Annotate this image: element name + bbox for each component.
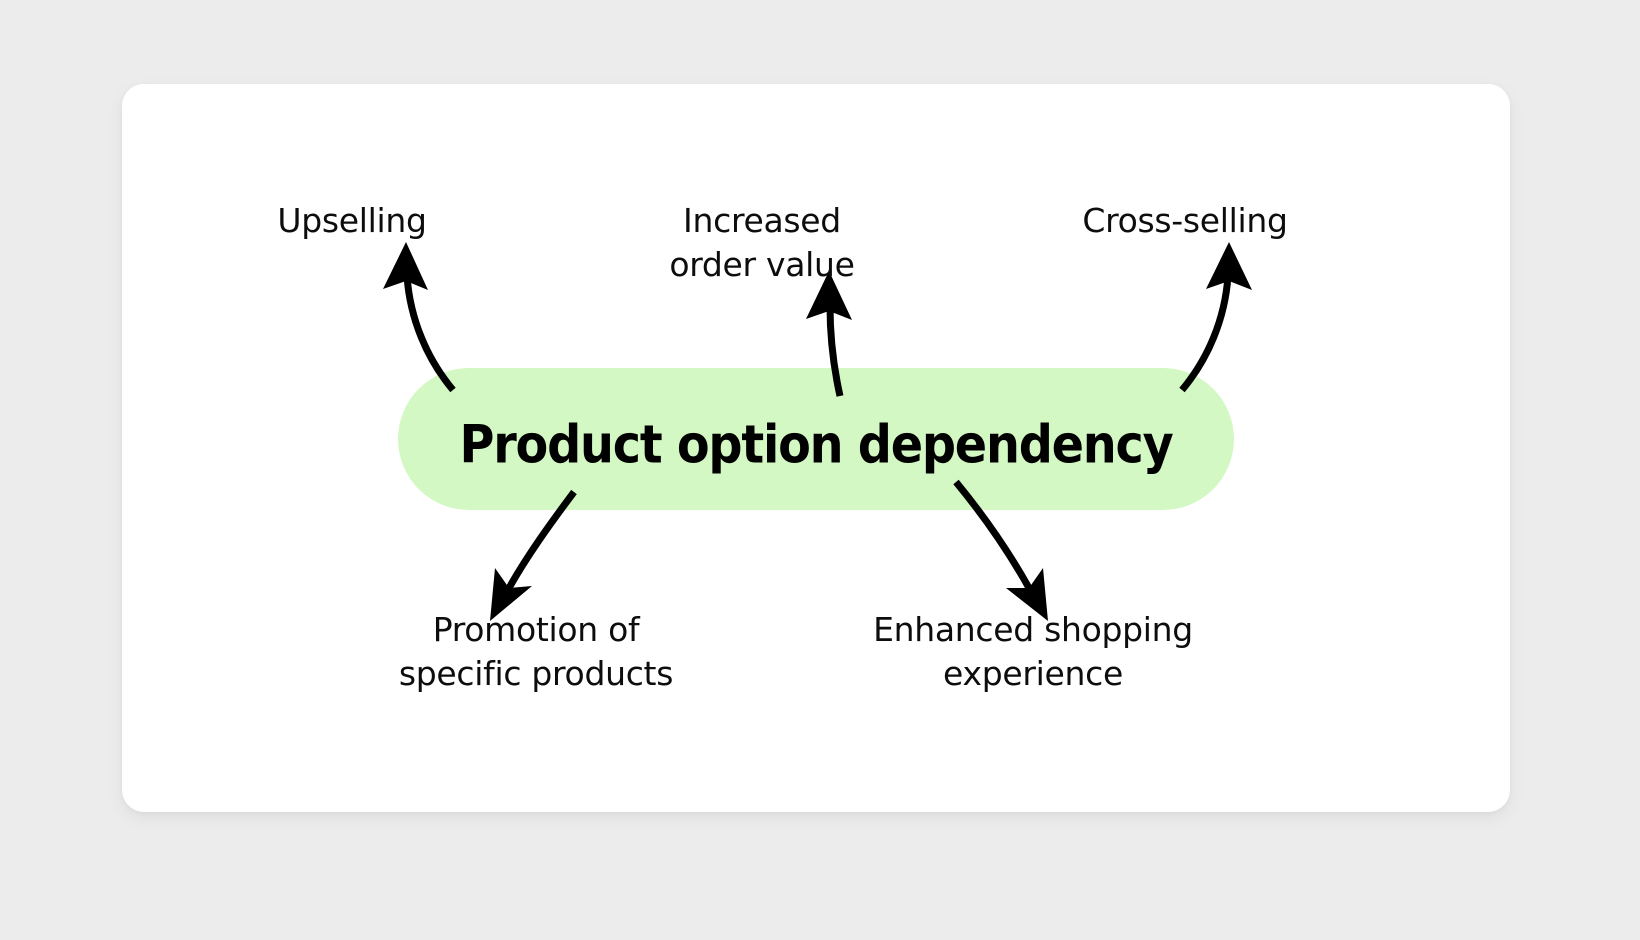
arrow-upselling-curve [403,275,456,393]
node-increased-order-value-line-2: order value [669,245,854,284]
node-increased-order-value[interactable]: Increased order value [669,201,855,284]
node-cross-selling[interactable]: Cross-selling [1082,201,1288,240]
node-promotion-line-2: specific products [399,654,673,693]
center-node[interactable]: Product option dependency [398,368,1234,510]
node-enhanced-line-2: experience [943,654,1123,693]
arrow-to-upselling [383,242,456,393]
arrow-cross-selling-curve [1179,275,1232,393]
node-increased-order-value-line-1: Increased [683,201,841,240]
arrow-upselling-head [383,242,428,290]
arrow-increased-order-value-head [806,271,852,320]
arrow-increased-order-value-curve [826,305,844,397]
node-upselling[interactable]: Upselling [277,201,427,240]
node-upselling-line-1: Upselling [277,201,426,240]
diagram-card: Product option dependency [122,84,1510,812]
center-node-pill [398,368,1234,510]
arrow-to-promotion-of-specific-products [490,489,577,621]
arrow-promotion-curve [505,489,577,590]
node-cross-selling-line-1: Cross-selling [1082,201,1287,240]
node-enhanced-line-1: Enhanced shopping [873,610,1193,649]
arrow-to-cross-selling [1179,242,1252,393]
arrow-enhanced-head [1006,568,1048,621]
node-promotion-of-specific-products[interactable]: Promotion of specific products [399,610,674,693]
center-node-label: Product option dependency [460,415,1174,476]
arrow-to-increased-order-value [806,271,852,397]
product-option-dependency-diagram: Product option dependency [277,201,1288,693]
arrow-enhanced-curve [953,479,1033,590]
node-promotion-line-1: Promotion of [433,610,641,649]
arrow-cross-selling-head [1206,242,1252,290]
node-enhanced-shopping-experience[interactable]: Enhanced shopping experience [873,610,1193,693]
arrow-promotion-head [490,568,532,621]
arrow-to-enhanced-shopping-experience [953,479,1048,621]
